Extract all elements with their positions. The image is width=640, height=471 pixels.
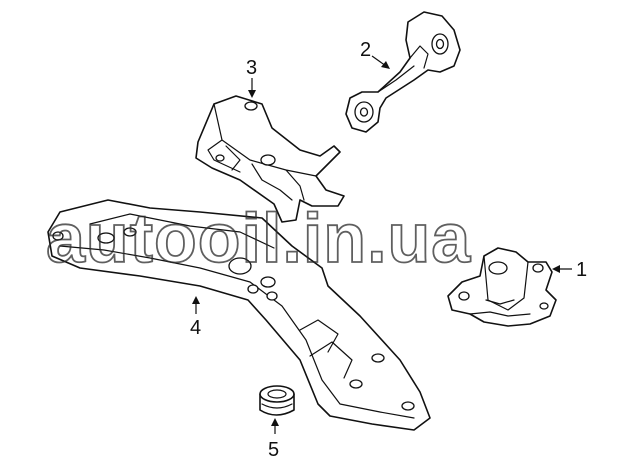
callout-5: 5 (268, 439, 279, 461)
callout-4: 4 (190, 317, 201, 339)
arrowhead-1 (552, 265, 560, 273)
watermark-text: autooil.in.ua (46, 199, 471, 277)
arrowhead-5 (271, 418, 279, 426)
engine-mount-part (447, 247, 557, 327)
crossmember-part (47, 199, 431, 431)
arrowhead-3 (248, 90, 256, 98)
arrowhead-4 (192, 296, 200, 304)
leader-lines (192, 55, 572, 434)
bushing-part (259, 385, 295, 416)
torque-rod-part (345, 11, 461, 133)
callout-1: 1 (576, 259, 587, 281)
mount-bracket-part (195, 95, 345, 223)
callout-2: 2 (360, 39, 371, 61)
callout-3: 3 (246, 57, 257, 79)
arrowhead-2 (381, 61, 390, 69)
